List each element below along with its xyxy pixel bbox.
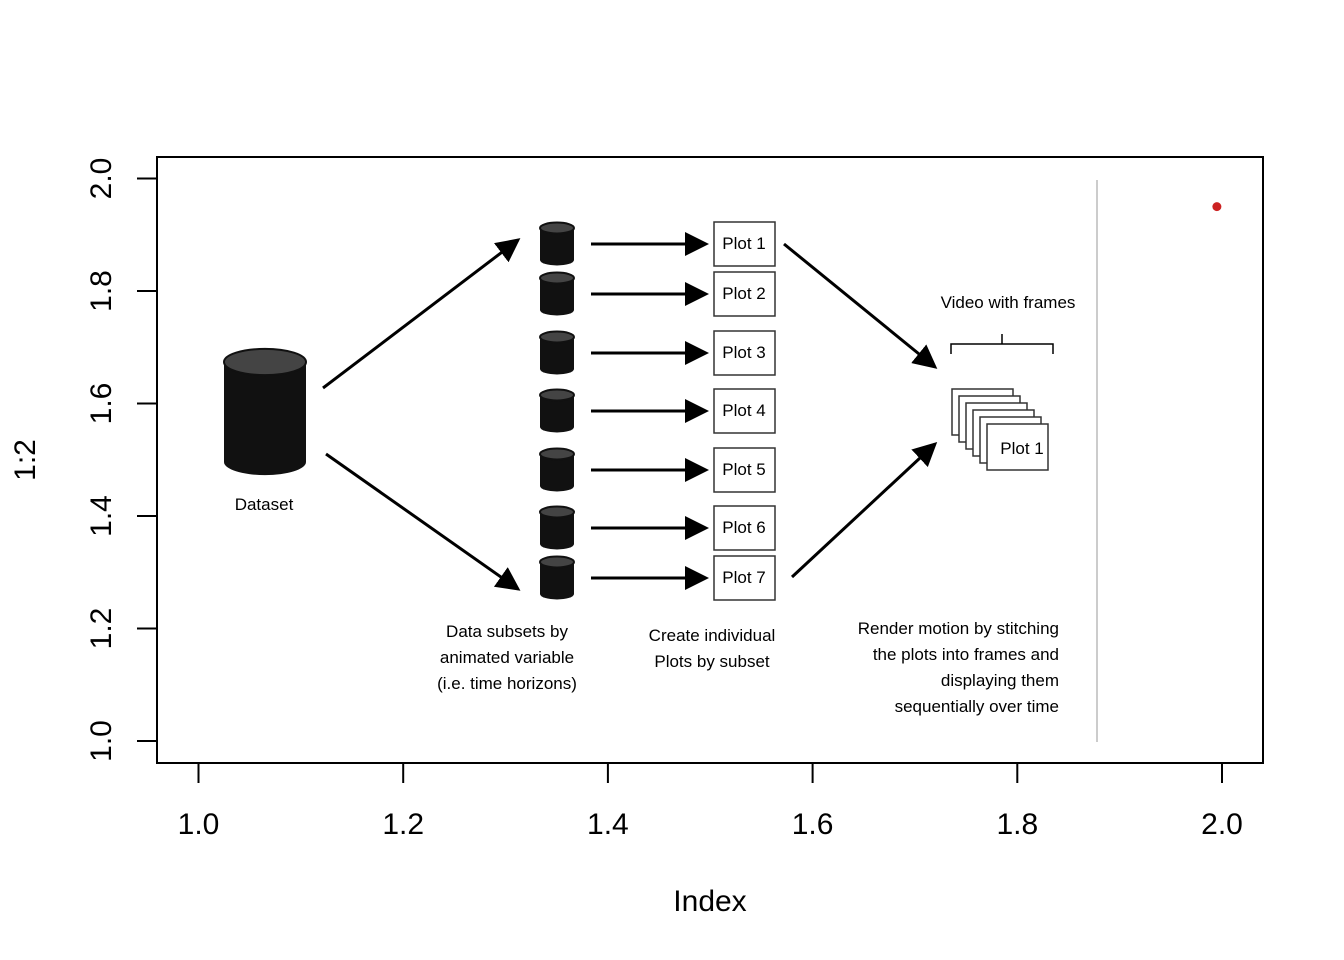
cylinder-body (540, 562, 574, 600)
arrow-dataset-to-top (322, 238, 521, 390)
plot-box (713, 505, 776, 551)
subset-cylinder (539, 271, 575, 316)
y-axis-label: 1:2 (9, 439, 42, 481)
data-points (1212, 202, 1222, 212)
plot-box (713, 271, 776, 317)
subsets-caption-line: (i.e. time horizons) (437, 674, 577, 693)
subset-cylinder (539, 330, 575, 375)
dataset-cylinder (223, 347, 307, 476)
plot-box (713, 447, 776, 493)
arrow-dataset-to-bottom (325, 452, 521, 591)
x-tick-label: 1.6 (792, 808, 834, 841)
plot-box-label: Plot 5 (722, 460, 765, 479)
plots-caption-line: Create individual (649, 626, 776, 645)
y-tick-label: 1.8 (85, 270, 118, 312)
frame-box (986, 423, 1049, 471)
subsets-caption-line: Data subsets by (446, 622, 568, 641)
y-tick-label: 1.4 (85, 495, 118, 537)
cylinder-body (540, 337, 574, 375)
x-tick-label: 1.4 (587, 808, 629, 841)
cylinder-top (539, 221, 575, 235)
render-caption-line: Render motion by stitching (858, 619, 1059, 638)
render-caption-line: sequentially over time (895, 697, 1059, 716)
subsets-caption-line: animated variable (440, 648, 574, 667)
diagram-image: Dataset Plot 1 Plot 2 Plot 3 Plot 4 Plot 5 Plo… (223, 180, 1098, 742)
x-tick-label: 2.0 (1201, 808, 1243, 841)
plot-box-label: Plot 1 (722, 234, 765, 253)
arrow-plots-to-video-bottom (790, 441, 938, 579)
subset-cylinder (539, 447, 575, 492)
plot-box-label: Plot 6 (722, 518, 765, 537)
x-axis: 1.0 1.2 1.4 1.6 1.8 2.0 (178, 762, 1243, 841)
y-axis: 1.0 1.2 1.4 1.6 1.8 2.0 (85, 158, 158, 762)
cylinder-top (539, 388, 575, 402)
cylinder-top (539, 330, 575, 344)
x-tick-label: 1.0 (178, 808, 220, 841)
dataset-label: Dataset (235, 495, 294, 514)
cylinder-body (540, 512, 574, 550)
subset-cylinder (539, 221, 575, 266)
y-tick-label: 1.0 (85, 720, 118, 762)
subset-cylinder (539, 555, 575, 600)
plot-box (713, 388, 776, 434)
y-tick-label: 1.2 (85, 608, 118, 650)
plot-box-label: Plot 4 (722, 401, 765, 420)
cylinder-top (223, 347, 307, 377)
plot-box (713, 221, 776, 267)
plot-box-label: Plot 2 (722, 284, 765, 303)
cylinder-top (539, 271, 575, 285)
y-tick-label: 2.0 (85, 158, 118, 200)
cylinder-body (540, 454, 574, 492)
data-point (1212, 202, 1222, 212)
cylinder-body (540, 228, 574, 266)
subset-cylinder (539, 388, 575, 433)
video-label: Video with frames (941, 293, 1076, 312)
cylinder-body (224, 362, 306, 476)
y-tick-label: 1.6 (85, 383, 118, 425)
x-axis-label: Index (673, 885, 746, 918)
cylinder-top (539, 447, 575, 461)
plots-caption-line: Plots by subset (654, 652, 770, 671)
plot-box-label: Plot 3 (722, 343, 765, 362)
x-tick-label: 1.8 (996, 808, 1038, 841)
plot-box-label: Plot 7 (722, 568, 765, 587)
frame-label: Plot 1 (1000, 439, 1043, 458)
subset-cylinder (539, 505, 575, 550)
render-caption-line: displaying them (941, 671, 1059, 690)
render-caption-line: the plots into frames and (873, 645, 1059, 664)
cylinder-body (540, 278, 574, 316)
x-tick-label: 1.2 (382, 808, 424, 841)
video-brace (950, 334, 1054, 354)
plot-box (713, 330, 776, 376)
cylinder-body (540, 395, 574, 433)
cylinder-top (539, 555, 575, 569)
cylinder-top (539, 505, 575, 519)
arrow-plots-to-video-top (783, 242, 938, 369)
plot-box (713, 555, 776, 601)
